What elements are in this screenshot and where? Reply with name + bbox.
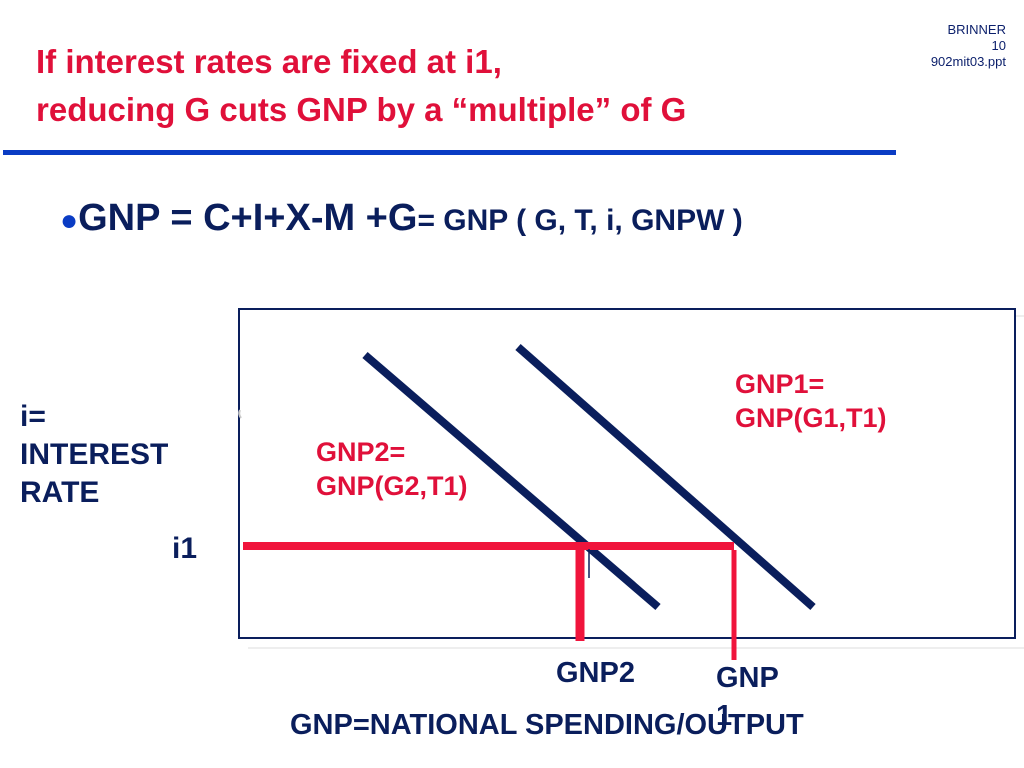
gnp2-curve [362, 351, 661, 611]
bullet-icon: ● [60, 204, 79, 237]
gnp1-tick-label: GNP 1 [716, 659, 779, 735]
gnp1-tick-label-line-1: GNP [716, 662, 779, 694]
slide-number: 10 [991, 38, 1006, 53]
axis-mark [238, 409, 242, 419]
slide-title-line-2: reducing G cuts GNP by a “multiple” of G [36, 91, 687, 128]
file-name: 902mit03.ppt [930, 54, 1006, 69]
x-axis-label: GNP=NATIONAL SPENDING/OUTPUT [290, 709, 804, 741]
bullet-equation: ●GNP = C+I+X-M +G= GNP ( G, T, i, GNPW ) [60, 197, 743, 240]
gnp1-curve-label: GNP1= GNP(G1,T1) [735, 367, 887, 435]
y-axis-label-line-1: i= [20, 400, 46, 433]
y-axis-label-line-3: RATE [20, 476, 100, 509]
gnp1-curve-label-line-2: GNP(G1,T1) [735, 403, 887, 433]
title-rule [3, 150, 896, 155]
equation-main: GNP = C+I+X-M +G [78, 197, 418, 239]
corner-info: BRINNER 10 902mit03.ppt [931, 22, 1006, 70]
slide-title-line-1: If interest rates are fixed at i1, [36, 43, 502, 80]
gnp2-curve-label: GNP2= GNP(G2,T1) [316, 435, 468, 503]
gnp2-curve-label-line-1: GNP2= [316, 437, 406, 467]
y-axis-label-line-2: INTEREST [20, 438, 169, 471]
y-axis-label: i= INTEREST RATE [20, 398, 168, 512]
equation-rest: = GNP ( G, T, i, GNPW ) [417, 204, 743, 237]
author-label: BRINNER [947, 22, 1006, 37]
gnp2-tick-label: GNP2 [556, 657, 635, 689]
plot-frame [238, 308, 1016, 639]
gnp1-tick-label-line-2: 1 [716, 700, 733, 732]
gnp1-curve [515, 343, 816, 611]
gnp2-curve-label-line-2: GNP(G2,T1) [316, 471, 468, 501]
gnp1-curve-label-line-1: GNP1= [735, 369, 825, 399]
i1-label: i1 [172, 532, 198, 565]
